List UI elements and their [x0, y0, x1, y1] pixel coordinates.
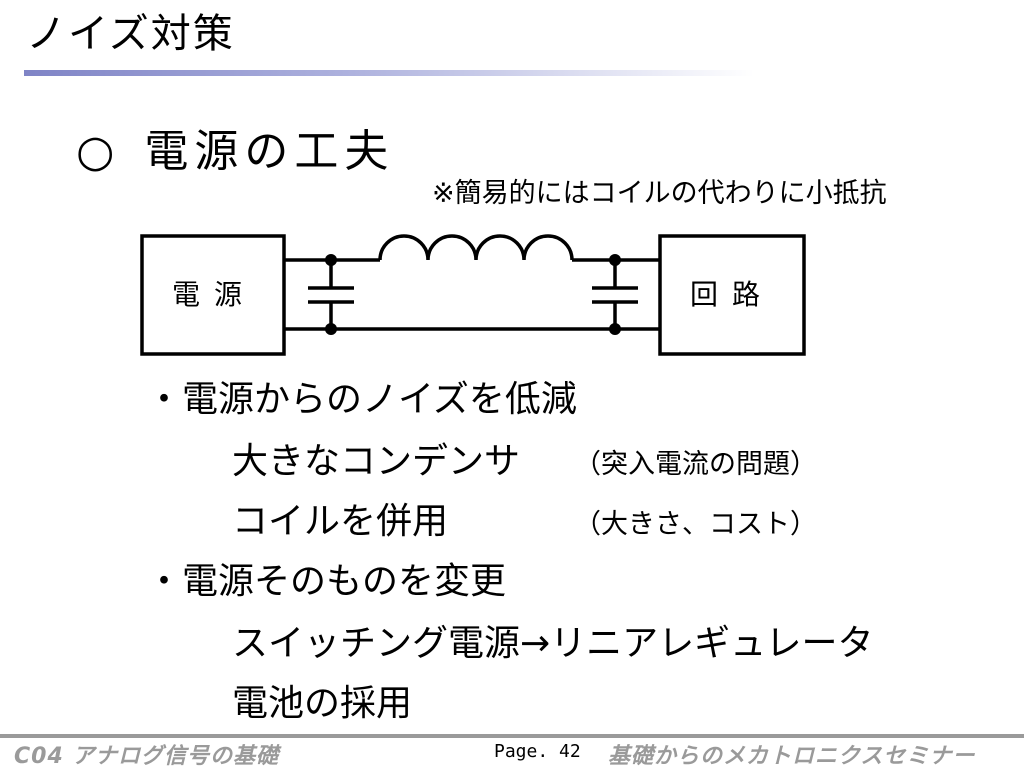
footer-course-title: C04 アナログ信号の基礎	[14, 744, 279, 769]
capacitor-right	[592, 260, 638, 329]
bullet-1-item-1-aside: （突入電流の問題）	[574, 449, 817, 480]
title-underline	[24, 70, 754, 76]
power-source-block	[140, 234, 286, 356]
junction-dot	[609, 323, 621, 335]
circle-bullet-icon: ○	[76, 126, 121, 177]
slide-title: ノイズ対策	[26, 11, 235, 57]
circuit-block	[658, 234, 806, 356]
circuit-label: 回路	[690, 278, 775, 311]
bullet-2-label: ・電源そのものを変更	[146, 561, 507, 602]
bullet-1-item-1: 大きなコンデンサ	[232, 441, 521, 482]
footer-page-number: Page. 42	[494, 741, 581, 762]
junction-dot	[325, 323, 337, 335]
footer-seminar-title: 基礎からのメカトロニクスセミナー	[608, 744, 976, 769]
bullet-1-item-2: コイルを併用	[232, 501, 449, 542]
inductor-coil	[378, 234, 574, 261]
power-source-label: 電源	[172, 278, 257, 311]
note-text: ※簡易的にはコイルの代わりに小抵抗	[432, 178, 887, 209]
section-heading: ○電源の工夫	[76, 130, 394, 174]
bullet-2-item-1: スイッチング電源→リニアレギュレータ	[232, 623, 874, 664]
junction-dot	[609, 254, 621, 266]
bullet-2-item-2: 電池の採用	[232, 683, 413, 724]
bullet-1-item-2-aside: （大きさ、コスト）	[574, 509, 817, 540]
footer-divider	[0, 734, 1024, 738]
section-heading-text: 電源の工夫	[144, 126, 395, 177]
capacitor-left	[308, 260, 354, 329]
junction-dot	[325, 254, 337, 266]
bullet-1-label: ・電源からのノイズを低減	[146, 379, 577, 420]
